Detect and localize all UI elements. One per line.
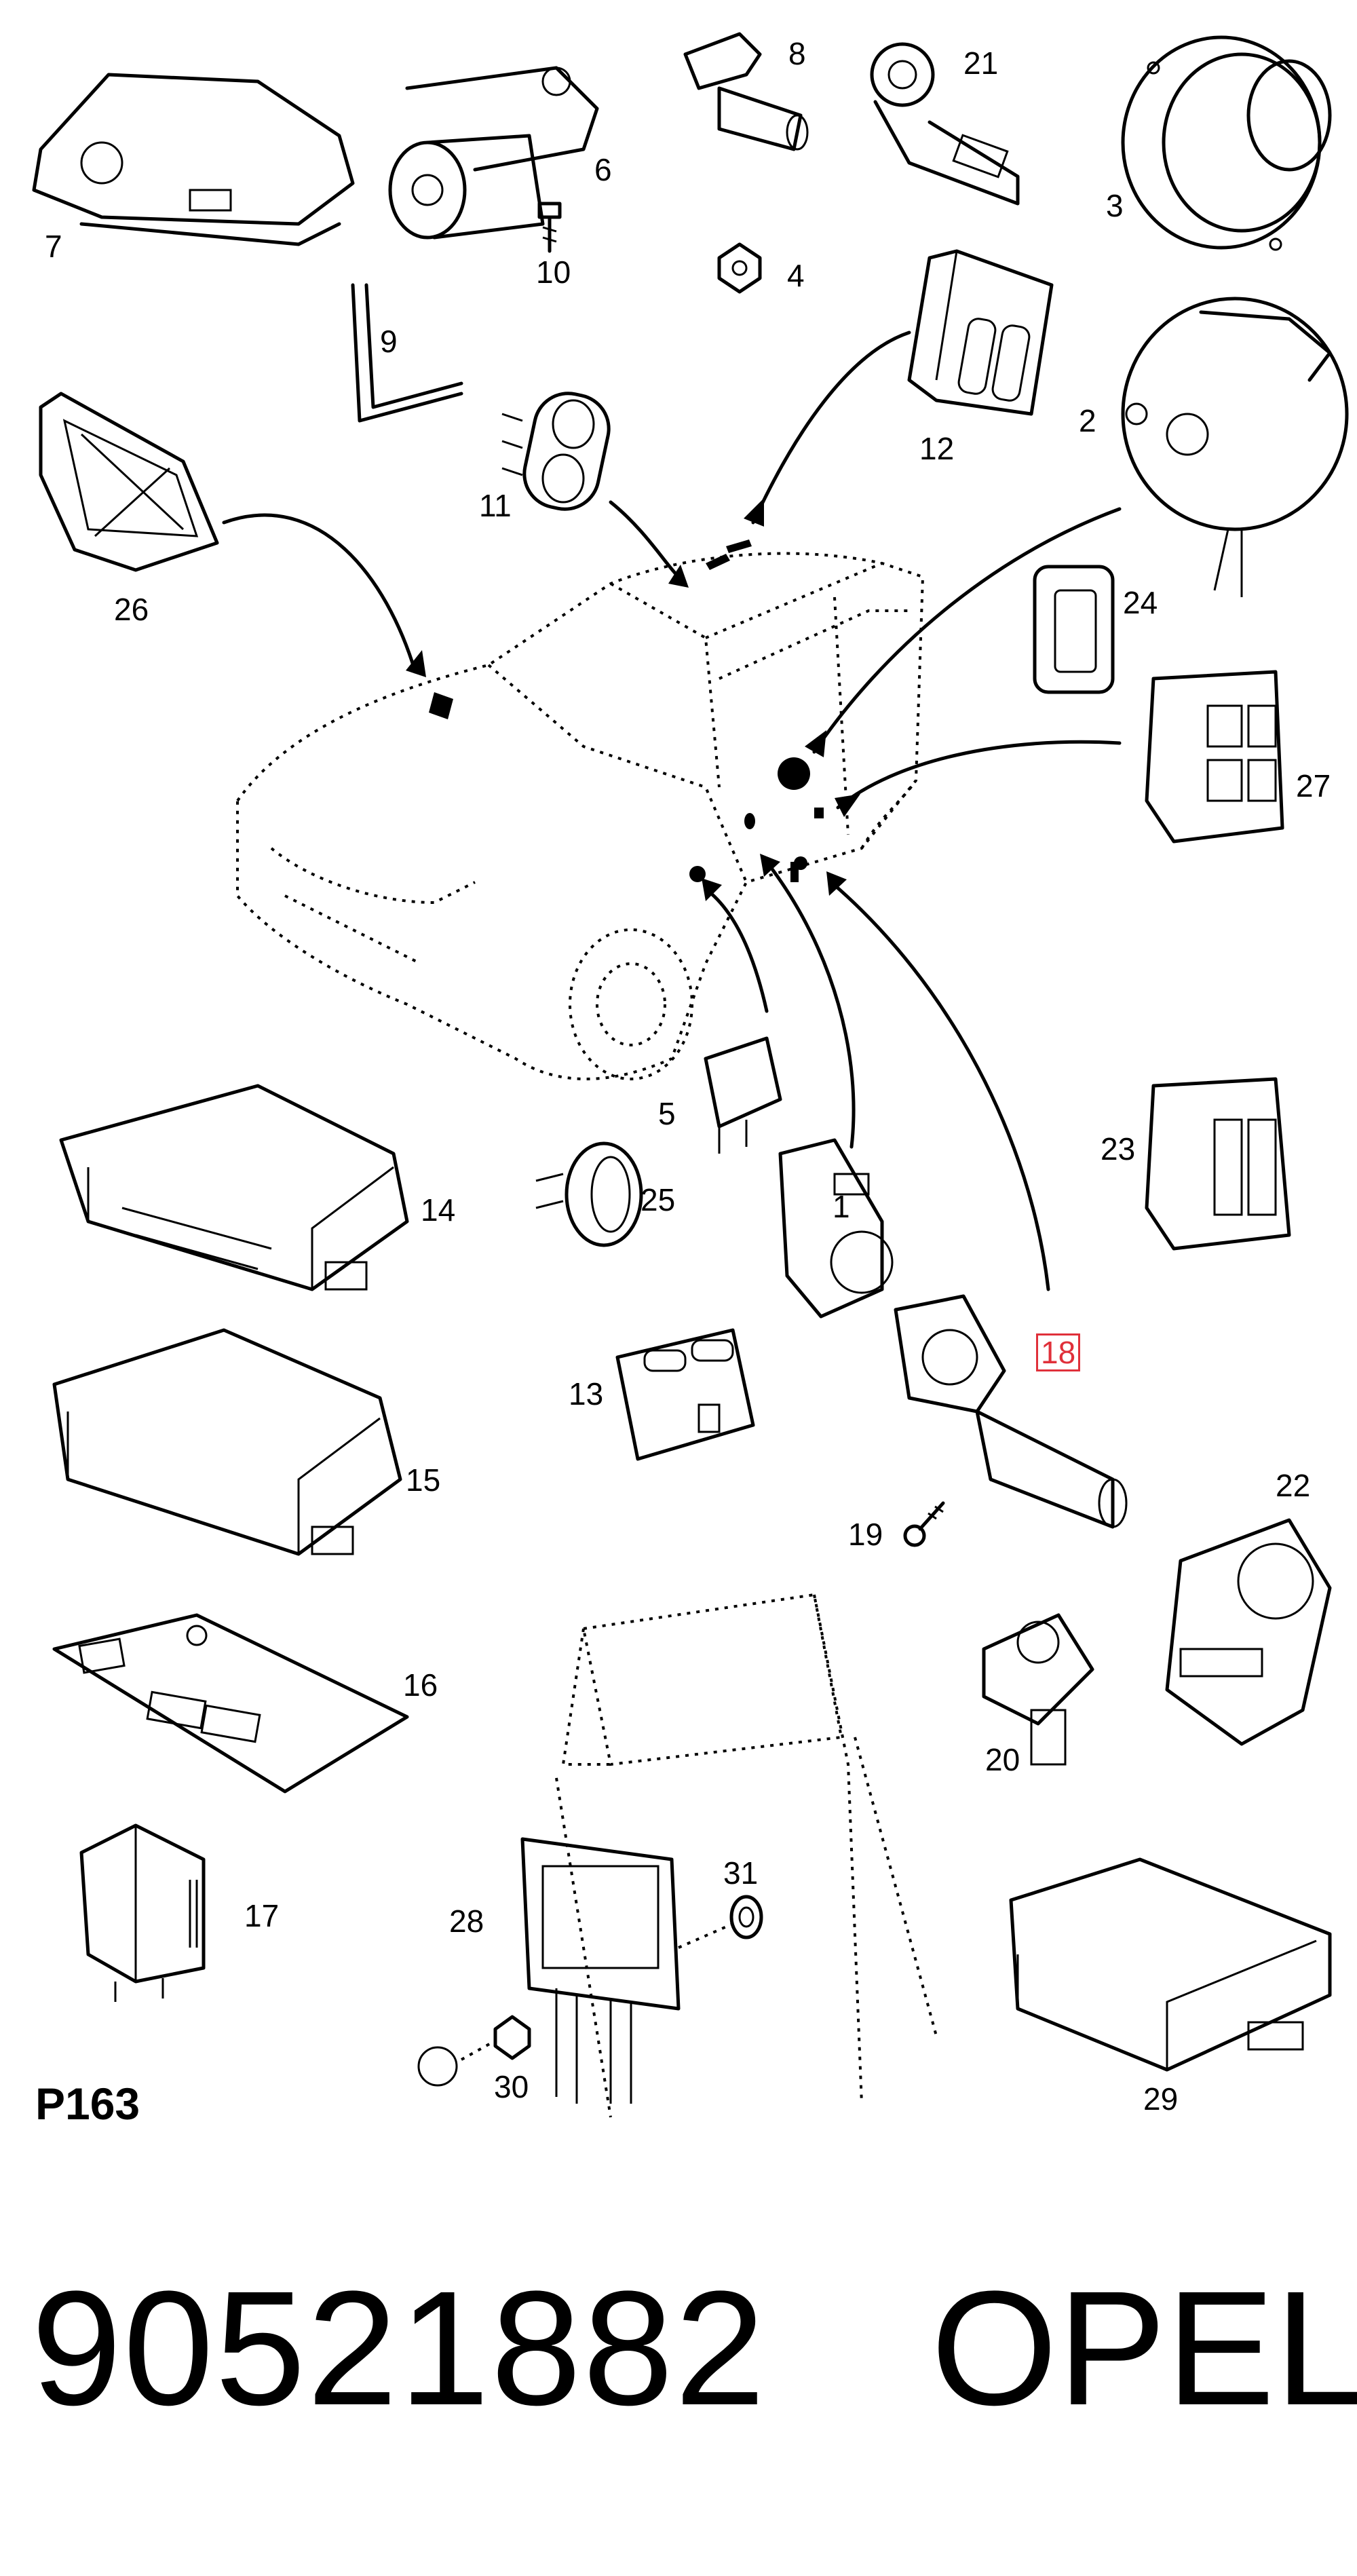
part-5-relay (704, 1036, 782, 1154)
label-part-29: 29 (1143, 2081, 1179, 2117)
label-part-16: 16 (403, 1667, 438, 1703)
part-21-motor (870, 42, 1020, 206)
label-part-6: 6 (594, 152, 612, 187)
part-26-bracket (39, 392, 219, 572)
brand-name: OPEL (931, 2257, 1357, 2439)
label-part-23: 23 (1101, 1131, 1136, 1167)
label-part-5: 5 (658, 1096, 676, 1131)
part-19-screw (903, 1501, 945, 1547)
label-part-2: 2 (1079, 403, 1096, 438)
label-part-17: 17 (244, 1898, 280, 1933)
label-part-8: 8 (788, 36, 806, 71)
part-29-module (1009, 1857, 1332, 2072)
label-part-9: 9 (380, 324, 398, 359)
label-part-26: 26 (114, 592, 149, 627)
part-number: 90521882 (31, 2257, 767, 2439)
pointer-arrows (222, 330, 1122, 1291)
label-part-1: 1 (833, 1189, 850, 1224)
part-10-screw (537, 202, 562, 253)
label-part-11: 11 (479, 488, 512, 523)
part-25-switch (535, 1141, 643, 1247)
part-9-hex-key (351, 283, 463, 423)
label-part-28: 28 (449, 1903, 484, 1939)
label-part-27: 27 (1296, 768, 1331, 803)
label-part-10: 10 (536, 254, 571, 290)
label-part-18: 18 (1036, 1333, 1081, 1371)
page-code: P163 (35, 2079, 140, 2129)
label-part-15: 15 (406, 1462, 441, 1498)
part-30-nut (417, 2015, 531, 2087)
part-23-window-switch (1145, 1077, 1291, 1251)
part-27-window-switch (1145, 670, 1284, 844)
part-2-motor (1121, 297, 1349, 597)
part-28-control-module (520, 1837, 681, 2104)
part-11-switch (501, 392, 611, 511)
label-part-12: 12 (919, 431, 955, 466)
mirror-mount-spot (429, 692, 453, 719)
car-outline (236, 539, 925, 1080)
label-part-14: 14 (421, 1192, 456, 1228)
label-part-31: 31 (723, 1855, 759, 1891)
part-7-actuator (32, 73, 355, 246)
part-18-window-motor (894, 1294, 1128, 1529)
part-31-grommet (678, 1895, 763, 1949)
door-trim-outline (555, 1593, 938, 2118)
label-part-3: 3 (1106, 188, 1124, 223)
label-part-25: 25 (641, 1182, 676, 1217)
part-13-switch (615, 1328, 755, 1461)
part-1-mirror-switch (778, 1138, 894, 1319)
part-8-motor (683, 32, 809, 151)
part-20-motor (982, 1613, 1094, 1766)
label-part-4: 4 (787, 258, 805, 293)
label-part-13: 13 (569, 1376, 604, 1412)
label-part-30: 30 (494, 2069, 529, 2104)
label-part-19: 19 (848, 1517, 883, 1552)
label-part-24: 24 (1123, 585, 1158, 620)
label-part-20: 20 (985, 1742, 1020, 1777)
part-22-motor (1165, 1518, 1332, 1746)
part-15-module (52, 1328, 402, 1556)
part-12-switch (907, 249, 1054, 416)
part-16-circuit-board (52, 1613, 409, 1794)
label-part-21: 21 (963, 45, 999, 81)
part-14-module (59, 1084, 409, 1291)
part-4-nut (717, 242, 762, 294)
part-24-switch (1033, 565, 1115, 694)
label-part-22: 22 (1276, 1468, 1311, 1503)
label-part-7: 7 (45, 229, 62, 264)
part-6-motor (388, 66, 599, 240)
part-17-relay (79, 1823, 206, 2002)
part-3-speaker (1121, 35, 1332, 251)
